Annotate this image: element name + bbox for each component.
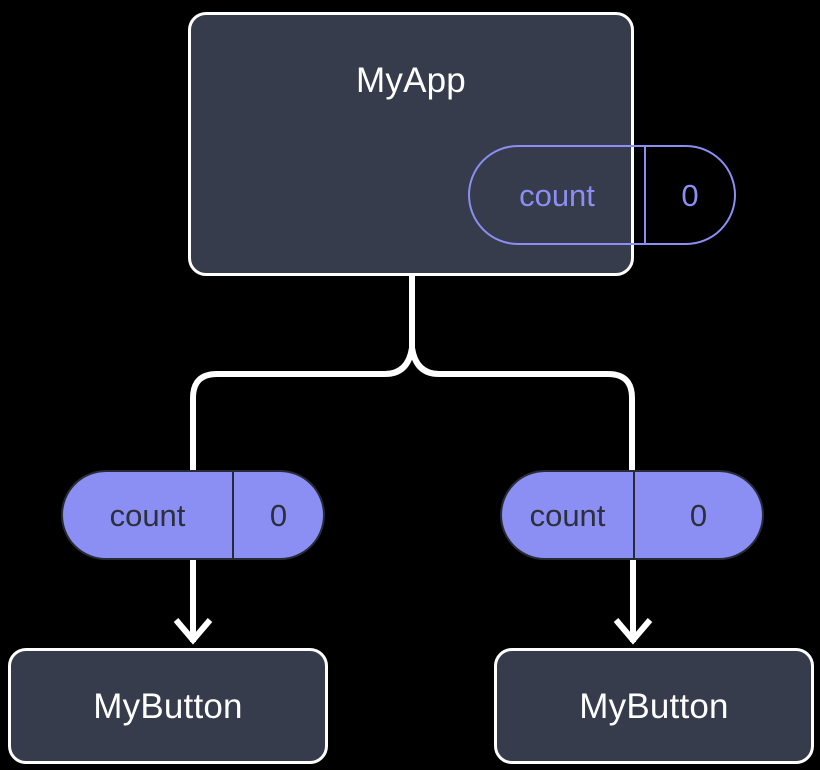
component-title-mybutton-right: MyButton	[579, 686, 729, 726]
split-wire	[190, 345, 635, 470]
component-node-mybutton-left[interactable]: MyButton	[8, 648, 328, 764]
component-title-myapp: MyApp	[356, 61, 466, 100]
state-value-branch-left: 0	[269, 497, 288, 533]
state-value-myapp: 0	[681, 177, 699, 213]
state-key-myapp: count	[470, 147, 646, 243]
state-key-branch-right: count	[502, 472, 635, 558]
arrow-head-right-icon	[613, 618, 653, 645]
component-node-mybutton-right[interactable]: MyButton	[494, 648, 814, 764]
component-node-myapp[interactable]: MyApp count 0	[188, 12, 736, 276]
state-key-branch-left: count	[63, 472, 234, 558]
state-pill-branch-left[interactable]: count 0	[61, 470, 325, 560]
state-value-branch-right: 0	[689, 497, 708, 533]
state-pill-myapp[interactable]: count 0	[468, 145, 736, 245]
arrow-head-left-icon	[173, 618, 213, 645]
state-pill-branch-right[interactable]: count 0	[500, 470, 764, 560]
component-title-mybutton-left: MyButton	[93, 686, 243, 726]
